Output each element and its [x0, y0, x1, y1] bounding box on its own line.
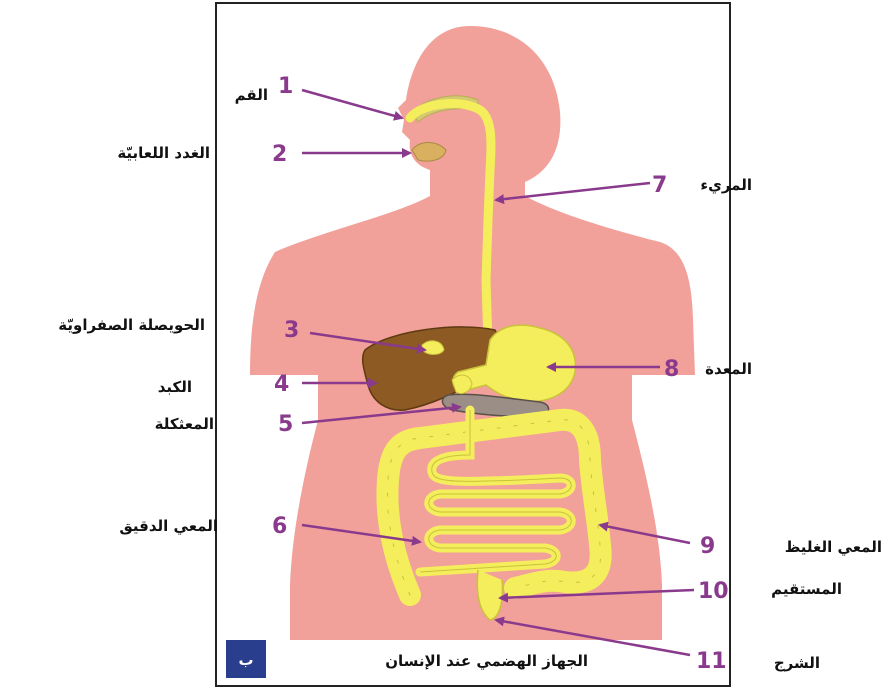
label-number-11: 11: [696, 649, 727, 674]
caption-title: الجهاز الهضمي عند الإنسان: [385, 652, 588, 670]
label-number-8: 8: [664, 357, 679, 382]
label-name-5: المعثكلة: [155, 415, 214, 433]
label-name-9: المعي الغليظ: [785, 538, 882, 556]
label-number-9: 9: [700, 534, 715, 559]
label-number-1: 1: [278, 74, 293, 99]
caption-badge-letter: ب: [238, 651, 253, 669]
label-name-6: المعي الدقيق: [119, 517, 218, 535]
label-number-5: 5: [278, 412, 293, 437]
label-number-2: 2: [272, 142, 287, 167]
label-number-6: 6: [272, 514, 287, 539]
label-name-3: الحويصلة الصفراويّة: [58, 316, 205, 334]
label-number-7: 7: [652, 173, 667, 198]
label-name-11: الشرج: [774, 654, 820, 672]
label-number-4: 4: [274, 372, 289, 397]
label-number-3: 3: [284, 318, 299, 343]
label-name-7: المريء: [700, 176, 752, 195]
label-name-8: المعدة: [705, 360, 752, 378]
label-name-2: الغدد اللعابيّة: [117, 144, 210, 162]
label-name-10: المستقيم: [771, 580, 842, 598]
label-number-10: 10: [698, 579, 729, 604]
label-name-4: الكبد: [158, 378, 192, 396]
label-name-1: القم: [235, 86, 268, 104]
